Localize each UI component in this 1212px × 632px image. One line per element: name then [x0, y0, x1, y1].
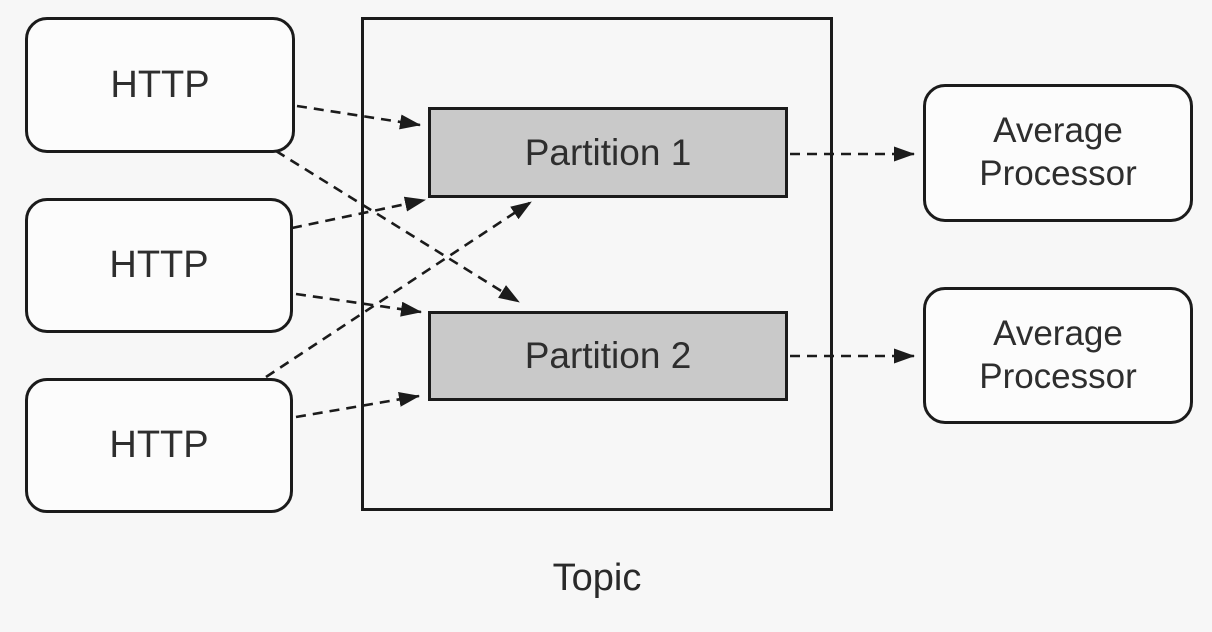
- partition-2: Partition 2: [428, 311, 788, 401]
- average-processor-2: Average Processor: [923, 287, 1193, 424]
- http-producer-2: HTTP: [25, 198, 293, 333]
- http-producer-1: HTTP: [25, 17, 295, 153]
- topic-container: [361, 17, 833, 511]
- http-producer-3: HTTP: [25, 378, 293, 513]
- partition-1-label: Partition 1: [524, 131, 692, 173]
- partition-1: Partition 1: [428, 107, 788, 198]
- http-producer-2-label: HTTP: [109, 244, 209, 286]
- average-processor-1: Average Processor: [923, 84, 1193, 222]
- partition-2-label: Partition 2: [524, 335, 692, 376]
- http-producer-3-label: HTTP: [109, 424, 209, 466]
- average-processor-1-label: Average Processor: [979, 111, 1137, 193]
- topic-label: Topic: [552, 557, 642, 599]
- http-producer-1-label: HTTP: [110, 63, 210, 106]
- average-processor-2-label: Average Processor: [979, 313, 1137, 396]
